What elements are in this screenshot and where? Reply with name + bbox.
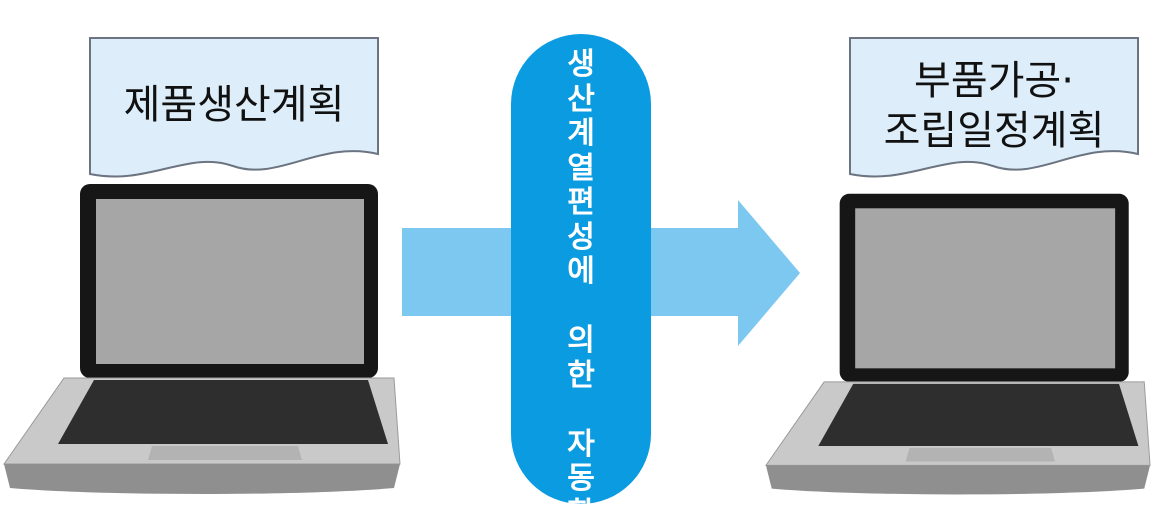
process-label-char: 한 [567, 359, 595, 394]
process-label-char: 계 [567, 117, 595, 152]
laptop-icon [2, 184, 402, 500]
laptop-icon [764, 190, 1152, 504]
process-label-char: 화 [567, 497, 595, 531]
right-document-label-line2: 조립일정계획 [848, 106, 1140, 156]
process-label-char: 열 [567, 152, 595, 187]
right-document: 부품가공· 조립일정계획 [848, 36, 1140, 186]
process-label-char [576, 290, 586, 325]
process-label-char: 편 [567, 186, 595, 221]
left-document: 제품생산계획 [88, 36, 380, 186]
process-label-char: 의 [567, 324, 595, 359]
right-document-label-line1: 부품가공· [848, 56, 1140, 106]
left-document-label: 제품생산계획 [88, 80, 380, 130]
process-label-char [576, 393, 586, 428]
left-laptop [2, 184, 402, 504]
process-label-char: 동 [567, 462, 595, 497]
process-label-char: 산 [567, 83, 595, 118]
process-label-char: 자 [567, 428, 595, 463]
process-label-char: 에 [567, 255, 595, 290]
process-label-char: 생 [567, 48, 595, 83]
right-laptop [764, 190, 1152, 508]
process-label-char: 성 [567, 221, 595, 256]
